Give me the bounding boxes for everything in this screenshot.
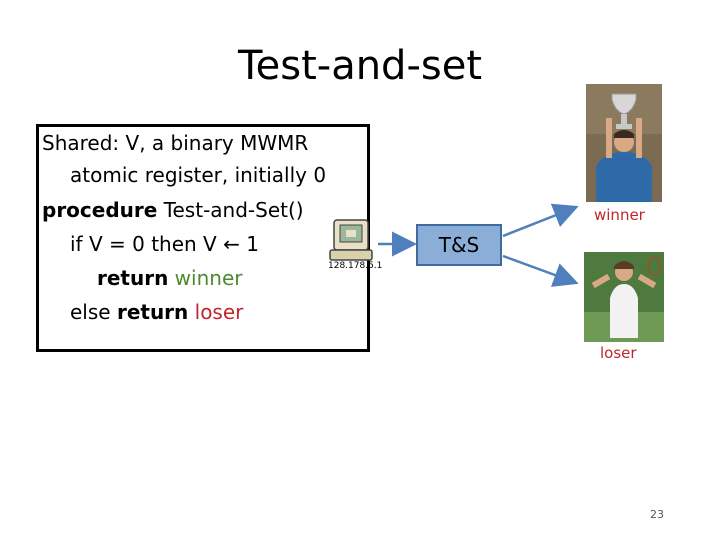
code-line-return-winner: return winner: [97, 265, 242, 291]
loser-label: loser: [600, 344, 637, 362]
loser-value: loser: [188, 300, 244, 324]
winner-photo: [586, 84, 662, 202]
code-line-else-return-loser: else return loser: [70, 299, 243, 325]
arrow-to-winner: [502, 203, 579, 238]
slide-title: Test-and-set: [237, 43, 483, 89]
code-line-shared: Shared: V, a binary MWMR: [42, 131, 309, 155]
arrow-to-loser: [502, 254, 579, 287]
code-line-if: if V = 0 then V ← 1: [70, 232, 259, 256]
procedure-name: Test-and-Set(): [157, 198, 304, 222]
winner-value: winner: [168, 266, 243, 290]
computer-icon: [329, 219, 373, 261]
return-keyword-2: return: [116, 300, 189, 324]
winner-label: winner: [594, 206, 645, 224]
page-number: 23: [650, 508, 664, 521]
procedure-keyword: procedure: [42, 198, 158, 222]
loser-photo: [584, 252, 664, 342]
computer-ip-label: 128.178.5.1: [328, 261, 383, 271]
code-line-procedure: procedure Test-and-Set(): [42, 197, 304, 223]
else-keyword: else: [70, 300, 117, 324]
return-keyword: return: [97, 266, 169, 290]
code-line-register: atomic register, initially 0: [70, 163, 327, 187]
test-and-set-box: T&S: [416, 224, 502, 266]
